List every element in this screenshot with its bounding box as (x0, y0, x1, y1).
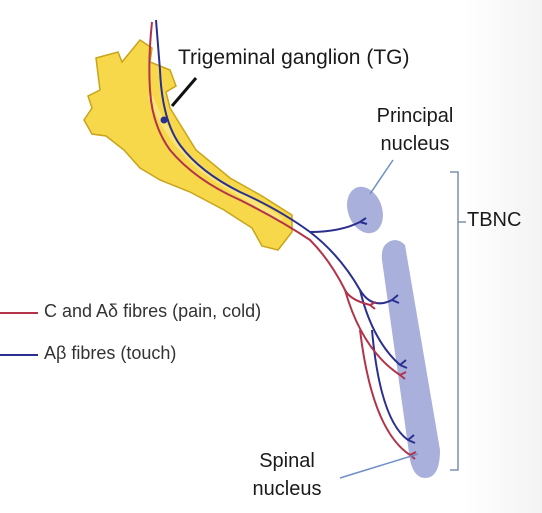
tg-pointer-line (170, 77, 198, 107)
spinal-pointer-line (339, 453, 419, 479)
tbnc-bracket (450, 171, 466, 471)
spinal-label-line1: Spinal (259, 450, 315, 472)
background-edge (464, 0, 542, 513)
spinal-nucleus-label: Spinal nucleus (232, 447, 342, 503)
ganglion-cell-body (160, 116, 168, 124)
spinal-nucleus (381, 240, 440, 478)
blue-fibre-branch (309, 231, 409, 441)
legend-c-fibres: C and Aδ fibres (pain, cold) (44, 301, 262, 321)
principal-pointer-line (369, 159, 394, 195)
legend-ab-fibres: Aβ fibres (touch) (44, 343, 177, 363)
trigeminal-ganglion-label: Trigeminal ganglion (TG) (178, 46, 410, 69)
principal-nucleus-label: Principal nucleus (360, 102, 470, 158)
trigeminal-ganglion (83, 38, 293, 251)
red-terminals (369, 301, 417, 460)
principal-label-line2: nucleus (380, 133, 450, 155)
principal-nucleus (347, 186, 383, 234)
red-fibre (148, 21, 411, 456)
principal-label-line1: Principal (376, 105, 454, 127)
blue-fibre (155, 19, 361, 234)
tbnc-label: TBNC (467, 209, 522, 231)
spinal-label-line2: nucleus (252, 478, 322, 500)
fibre-terminals (359, 217, 416, 444)
